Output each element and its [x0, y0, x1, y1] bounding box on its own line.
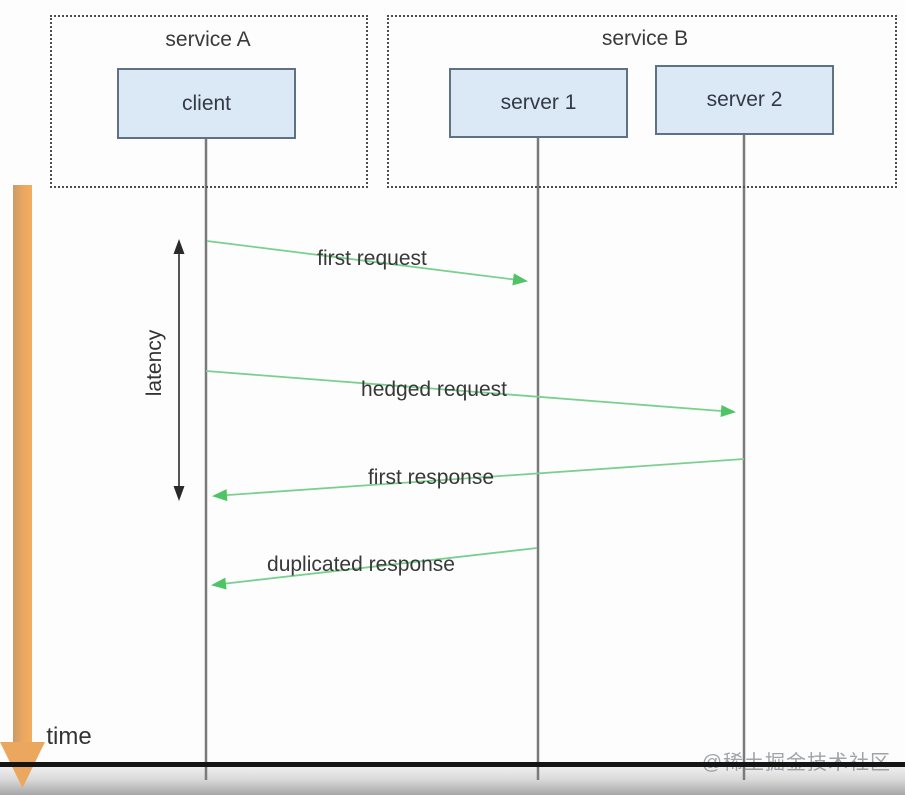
- first-request-arrow: [206, 240, 528, 286]
- time-arrow-shaft: [13, 185, 32, 743]
- watermark: @稀土掘金技术社区: [702, 746, 891, 775]
- client-node: client: [117, 68, 296, 139]
- latency-arrowhead-down-icon: [173, 486, 185, 501]
- latency-label: latency: [143, 329, 166, 397]
- duplicated-response-arrow: [211, 547, 538, 590]
- hedged-request-label: hedged request: [361, 378, 507, 401]
- first-request-label: first request: [317, 247, 427, 270]
- service-b-group-box: [387, 15, 897, 188]
- latency-arrowhead-up-icon: [173, 239, 185, 254]
- first-response-arrow: [212, 458, 745, 502]
- bottom-gray-strip: [0, 767, 905, 795]
- client-node-label: client: [181, 91, 232, 115]
- hedged-request-arrow: [205, 370, 736, 417]
- duplicated-response-label: duplicated response: [267, 553, 455, 576]
- server2-node-label: server 2: [706, 88, 783, 111]
- server1-node: server 1: [449, 68, 628, 138]
- service-a-title: service A: [165, 28, 251, 51]
- first-response-label: first response: [367, 466, 495, 489]
- server2-node: server 2: [655, 65, 834, 135]
- service-a-group-box: [50, 15, 368, 188]
- server1-node-label: server 1: [500, 91, 577, 114]
- service-b-title: service B: [601, 27, 689, 50]
- time-axis-label: time: [46, 723, 92, 750]
- bottom-black-bar: [0, 762, 905, 767]
